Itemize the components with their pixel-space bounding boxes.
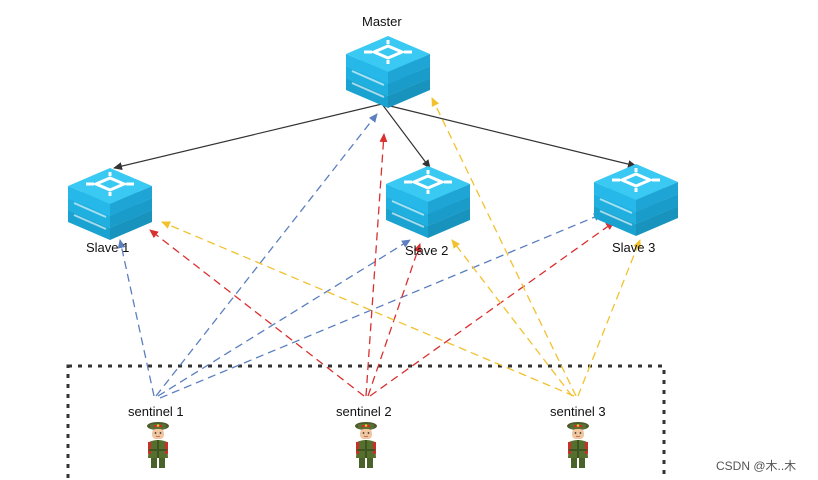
slave1-label: Slave 1 [86, 240, 130, 255]
sentinel2-soldier-icon [354, 421, 378, 469]
replication-arrow-slave1 [113, 103, 383, 171]
sentinel1-links [117, 113, 603, 399]
slave2-redis-icon [384, 164, 472, 240]
slave3-label: Slave 3 [612, 240, 656, 255]
master-label: Master [362, 14, 402, 29]
sentinel1-to-slave1-link [117, 239, 155, 397]
master-redis-icon [344, 34, 432, 110]
slave1-redis-icon [66, 166, 154, 242]
sentinel1-to-master-link [155, 113, 378, 397]
sentinel3-to-slave2-link [451, 239, 573, 397]
sentinel2-to-master-link [365, 133, 388, 397]
sentinel2-label: sentinel 2 [336, 404, 392, 419]
replication-arrows [113, 103, 637, 171]
sentinel1-soldier-icon [146, 421, 170, 469]
sentinel1-to-slave3-link [159, 213, 603, 399]
sentinel3-label: sentinel 3 [550, 404, 606, 419]
sentinel2-to-slave3-link [369, 221, 615, 397]
slave2-label: Slave 2 [405, 243, 449, 258]
replication-arrow-slave2 [381, 103, 431, 169]
sentinel3-to-slave1-link [161, 221, 575, 397]
watermark: CSDN @木..木 [716, 459, 797, 473]
sentinel3-to-master-link [431, 97, 577, 397]
sentinel3-soldier-icon [566, 421, 590, 469]
sentinel3-links [161, 97, 641, 397]
replication-arrow-slave3 [381, 103, 637, 168]
slave3-redis-icon [592, 162, 680, 238]
sentinel1-label: sentinel 1 [128, 404, 184, 419]
sentinel1-to-slave2-link [157, 239, 411, 397]
sentinel2-links [149, 133, 615, 397]
sentinel3-to-slave3-link [577, 239, 641, 397]
sentinel-group-border [66, 364, 666, 480]
sentinel2-to-slave1-link [149, 229, 365, 397]
